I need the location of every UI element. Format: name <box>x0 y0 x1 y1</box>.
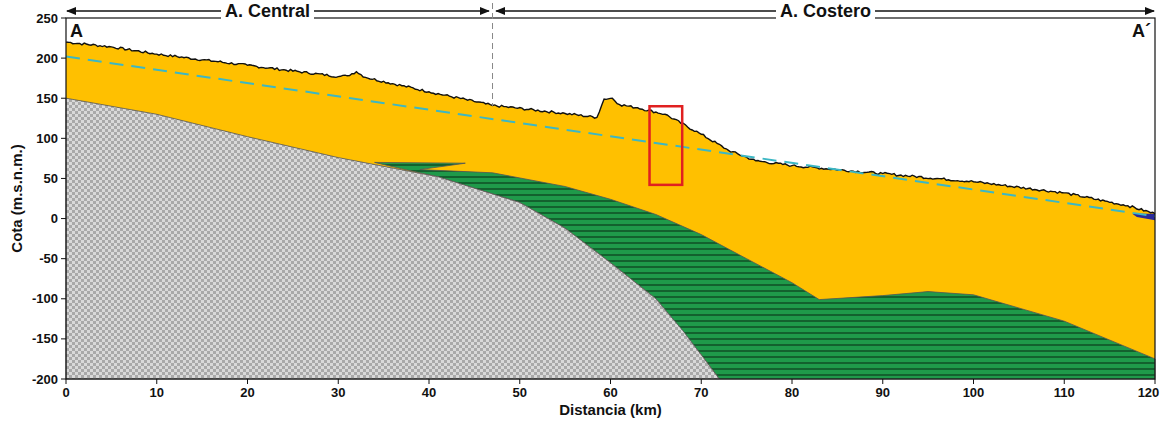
tick-label: 30 <box>331 386 345 399</box>
y-tick <box>61 379 66 380</box>
x-tick <box>973 379 974 384</box>
tick-label: 110 <box>1054 386 1075 399</box>
tick-label: 60 <box>603 386 617 399</box>
basement-rock <box>66 98 719 379</box>
ground-surface <box>66 42 1155 214</box>
tick-label: 10 <box>150 386 164 399</box>
x-tick <box>1155 379 1156 384</box>
x-tick <box>429 379 430 384</box>
tick-label: 0 <box>62 386 69 399</box>
x-tick <box>247 379 248 384</box>
y-tick <box>61 258 66 259</box>
tick-label: 50 <box>44 172 58 185</box>
tick-label: -150 <box>32 332 58 345</box>
tick-label: 40 <box>422 386 436 399</box>
y-tick <box>61 98 66 99</box>
y-tick <box>61 178 66 179</box>
tick-label: 100 <box>963 386 985 399</box>
axis-title: Distancia (km) <box>559 402 662 417</box>
x-tick <box>338 379 339 384</box>
x-tick <box>1064 379 1065 384</box>
tick-label: 20 <box>240 386 254 399</box>
y-tick <box>61 218 66 219</box>
water-table <box>66 57 1155 217</box>
y-tick <box>61 338 66 339</box>
zone-divider <box>492 3 493 106</box>
x-tick <box>66 379 67 384</box>
x-tick <box>610 379 611 384</box>
x-tick <box>156 379 157 384</box>
axis-title: Cota (m.s.n.m.) <box>9 144 24 252</box>
tick-label: 250 <box>36 12 58 25</box>
tick-label: -200 <box>32 373 58 386</box>
tick-label: 120 <box>1138 386 1160 399</box>
section-end: A <box>70 22 83 40</box>
tick-label: 100 <box>36 132 58 145</box>
tick-label: 150 <box>36 92 58 105</box>
plot-frame <box>66 18 1155 379</box>
y-tick <box>61 298 66 299</box>
tick-label: 70 <box>694 386 708 399</box>
y-tick <box>61 58 66 59</box>
tick-label: 200 <box>36 52 58 65</box>
zone-label: A. Central <box>221 2 314 20</box>
tick-label: -100 <box>32 292 58 305</box>
tick-label: 0 <box>51 212 58 225</box>
tick-label: -50 <box>39 252 58 265</box>
y-tick <box>61 18 66 19</box>
tick-label: 90 <box>876 386 890 399</box>
section-end: A´ <box>1132 22 1151 40</box>
zone-label: A. Costero <box>776 2 875 20</box>
x-tick <box>701 379 702 384</box>
y-tick <box>61 138 66 139</box>
tick-label: 80 <box>785 386 799 399</box>
tick-label: 50 <box>513 386 527 399</box>
study-area <box>650 106 683 185</box>
x-tick <box>792 379 793 384</box>
x-tick <box>882 379 883 384</box>
sediment-fill <box>66 42 1155 379</box>
x-tick <box>519 379 520 384</box>
